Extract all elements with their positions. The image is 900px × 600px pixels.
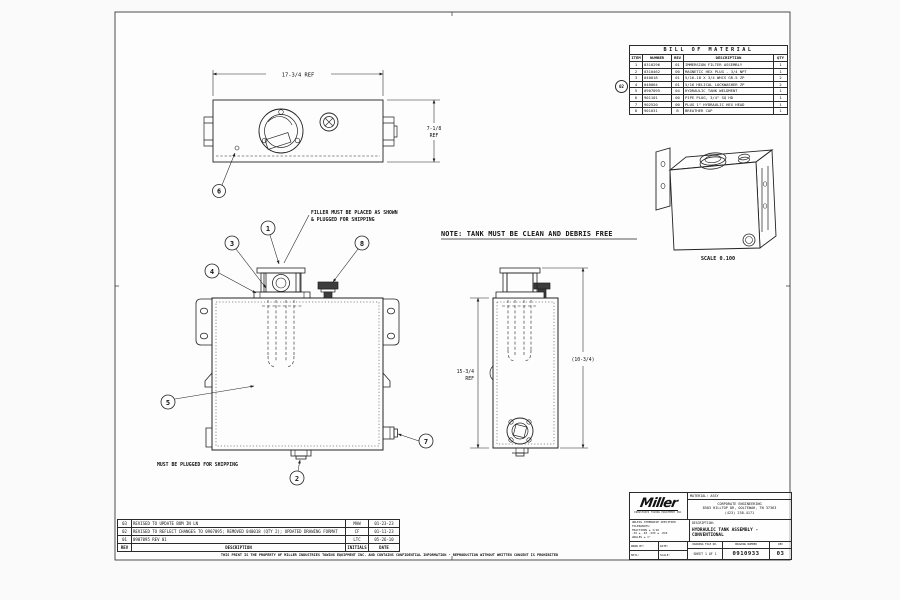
balloon-2: 2: [289, 459, 305, 486]
dim-top-height: 7-1/8 REF: [387, 99, 442, 163]
balloon-4: 4: [204, 263, 257, 294]
clean-note: NOTE: TANK MUST BE CLEAN AND DEBRIS FREE: [441, 230, 637, 240]
svg-text:2: 2: [295, 475, 299, 483]
iso-breather: [738, 153, 750, 164]
revision-table: 03 REVISED TO UPDATE BOM IN LN MAW 01-23…: [117, 519, 400, 552]
left-mounting-ear: [195, 298, 213, 448]
svg-text:NOTE: TANK MUST BE CLEAN AND D: NOTE: TANK MUST BE CLEAN AND DEBRIS FREE: [441, 230, 613, 238]
revision-row-01: 01 0907095 REV 01 LTC 05-26-10: [118, 536, 399, 544]
vent-hole: [234, 145, 240, 151]
bom-title: BILL OF MATERIAL: [630, 46, 787, 55]
top-view-drawing: 6 17-3/4 REF 7-1/8 REF: [203, 70, 442, 198]
drawn-by-fields: DRWN BY: DATE: MATL: SCALE:: [630, 542, 688, 559]
iso-bracket: [655, 147, 671, 211]
svg-text:6: 6: [217, 188, 221, 196]
balloon-3: 3: [224, 235, 267, 289]
iso-filler: [699, 152, 727, 170]
breather-front: [317, 281, 339, 299]
company-logo: Miller INDUSTRIES TOWING EQUIPMENT INC.: [630, 493, 688, 520]
bom-revision-flag: 02: [615, 80, 628, 93]
svg-text:REF: REF: [430, 133, 439, 139]
breather-cap-top: [319, 112, 339, 132]
iso-slot: [761, 166, 769, 232]
iso-front-face: [669, 161, 761, 251]
dim-side-depth: (10-3/4): [542, 267, 595, 449]
dim-top-width: 17-3/4 REF: [212, 70, 384, 96]
svg-text:4: 4: [210, 268, 214, 276]
proprietary-notice: THIS PRINT IS THE PROPERTY OF MILLER IND…: [220, 553, 559, 557]
tolerance-block: UNLESS OTHERWISE SPECIFIED TOLERANCES: F…: [630, 520, 690, 541]
balloon-8: 8: [332, 235, 370, 283]
svg-text:8: 8: [360, 240, 364, 248]
filler-assembly-side: [495, 267, 545, 299]
svg-text:1: 1: [266, 225, 270, 233]
side-plug: [382, 426, 398, 440]
revision-header-row: REV DESCRIPTION INITIALS DATE: [118, 544, 399, 551]
filler-cap-top: [258, 108, 304, 154]
svg-text:5: 5: [166, 399, 170, 407]
suction-tubes-hidden-side: [502, 300, 536, 361]
balloon-5: 5: [160, 385, 255, 410]
dim-side-height: 15-3/4 REF: [457, 297, 489, 449]
logo-subtitle: INDUSTRIES TOWING EQUIPMENT INC.: [634, 511, 683, 515]
drawing-number-field: DRAWING NUMBER 0910933: [723, 542, 770, 559]
shipping-note: MUST BE PLUGGED FOR SHIPPING: [157, 462, 238, 468]
iso-view-drawing: SCALE 0.100: [655, 147, 777, 262]
sheet-field: DRAWING FILE NO. SHEET 1 OF 1: [688, 542, 723, 559]
company-address: CORPORATE ENGINEERING 8503 HILLTOP DR, O…: [702, 501, 777, 515]
drain-plug-bottom: [290, 449, 312, 460]
svg-text:REF: REF: [465, 376, 474, 382]
svg-text:15-3/4: 15-3/4: [457, 369, 474, 375]
logo-text: Miller: [636, 495, 681, 511]
svg-text:17-3/4 REF: 17-3/4 REF: [282, 72, 314, 78]
suction-tubes-hidden: [262, 300, 302, 367]
filler-assembly-front: [253, 267, 311, 299]
svg-text:FILLER MUST BE PLACED AS SHOWN: FILLER MUST BE PLACED AS SHOWN: [311, 210, 398, 216]
bom-header-row: ITEM NUMBER REV DESCRIPTION QTY: [630, 55, 787, 62]
front-view-drawing: 1 3 4 8 5 2 7: [157, 210, 434, 486]
bill-of-material-table: BILL OF MATERIAL ITEM NUMBER REV DESCRIP…: [629, 45, 788, 115]
balloon-6: 6: [212, 152, 236, 198]
svg-text:& PLUGGED FOR SHIPPING: & PLUGGED FOR SHIPPING: [311, 217, 375, 223]
bottom-tab: [512, 447, 529, 457]
rev-field: REV 03: [770, 542, 791, 559]
side-view-drawing: 15-3/4 REF (10-3/4): [457, 267, 595, 457]
revision-row-03: 03 REVISED TO UPDATE BOM IN LN MAW 01-23…: [118, 520, 399, 528]
right-mounting-ear: [382, 298, 400, 388]
drawing-description: HYDRAULIC TANK ASSEMBLY - CONVENTIONAL: [692, 527, 759, 539]
flanged-port: [506, 417, 534, 445]
balloon-1: 1: [260, 220, 280, 265]
drawing-number: 0910933: [732, 551, 760, 557]
description-field: DESCRIPTION: HYDRAULIC TANK ASSEMBLY - C…: [690, 520, 791, 541]
filler-note: FILLER MUST BE PLACED AS SHOWN & PLUGGED…: [283, 210, 398, 264]
svg-text:7-1/8: 7-1/8: [427, 126, 442, 132]
iso-drain: [742, 233, 756, 247]
balloon-7: 7: [397, 433, 434, 449]
material-field: MATERIAL: ASSY: [688, 493, 791, 500]
svg-text:(10-3/4): (10-3/4): [571, 357, 594, 363]
title-block: Miller INDUSTRIES TOWING EQUIPMENT INC. …: [629, 492, 792, 560]
iso-scale-label: SCALE 0.100: [701, 256, 735, 262]
svg-text:7: 7: [424, 438, 428, 446]
drawing-rev: 03: [776, 551, 785, 557]
svg-text:3: 3: [230, 240, 234, 248]
revision-row-02: 02 REVISED TO REFLECT CHANGES TO 0907095…: [118, 528, 399, 536]
